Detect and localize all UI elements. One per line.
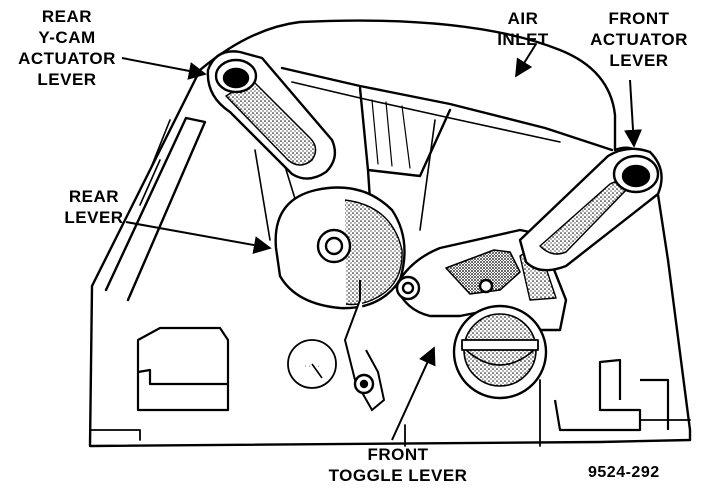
leader-rear-lever [125,221,272,254]
label-front-toggle-lever: FRONT TOGGLE LEVER [328,445,468,485]
leader-air-inlet [515,43,537,78]
air-inlet-shelf [280,66,614,152]
label-rear-lever: REAR LEVER [64,187,124,227]
label-front-actuator-lever: FRONT ACTUATOR LEVER [590,9,688,70]
label-rear-ycam-actuator-lever: REAR Y-CAM ACTUATOR LEVER [18,7,116,89]
rear-lever-disc [274,186,406,412]
rear-ycam-actuator-lever [206,50,337,180]
housing-left-wall [104,116,207,302]
figure-number: 9524-292 [588,464,660,481]
lower-left-block [136,326,230,412]
numbered-dial: · · · · [287,339,337,389]
front-actuator-lever [518,147,663,272]
lower-right-bracket [553,358,670,432]
leader-front-actuator [624,79,643,148]
svg-text:· · · ·: · · · · [304,363,319,370]
label-air-inlet: AIR INLET [497,9,549,49]
leader-rear-ycam [121,57,207,80]
leader-front-toggle [391,346,436,441]
